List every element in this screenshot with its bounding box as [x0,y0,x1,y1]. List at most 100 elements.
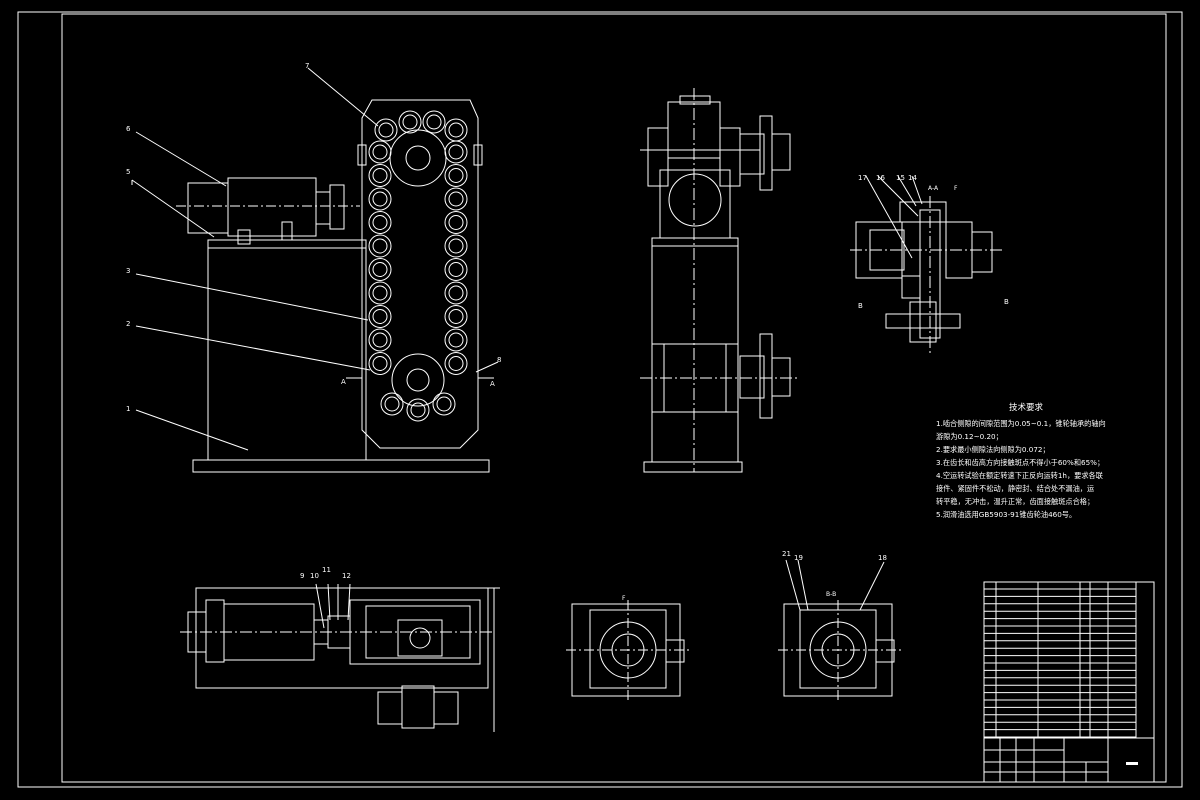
requirement-line: 1.啮合侧隙的间隙范围为0.05~0.1，锥轮轴承的轴向 [936,419,1106,428]
chain-roller [368,140,392,164]
part-label-18: 18 [878,554,887,562]
part-label-8: 8 [497,356,501,364]
technical-requirements-title: 技术要求 [1008,403,1043,413]
chain-roller-pin [372,168,388,183]
part-label-6: 6 [126,125,131,133]
chain-roller [444,118,468,142]
part-label-16: 16 [876,174,885,182]
section-mark-b-right: B [1004,298,1009,306]
section-aa-view: 17 16 15 14 A-A F B B [850,174,1009,354]
part-label-2: 2 [126,320,130,328]
chain-roller-pin [372,144,388,160]
section-bb-title: B-B [826,591,836,598]
chain-roller [368,211,392,234]
part-label-5: 5 [126,168,130,176]
chain-roller [368,305,392,328]
chain-roller [444,352,468,375]
chain-roller [368,164,392,187]
view-f-title: F [622,595,626,602]
chain-roller-pin [448,191,464,207]
requirement-line: 4.空运转试验在额定转速下正反向运转1h，要求各联 [936,471,1103,480]
chain-roller-pin [448,285,464,301]
chain-roller [368,352,392,375]
requirement-line: 2.要求最小侧隙法向侧隙为0.072； [936,445,1050,454]
chain-roller-pin [372,215,388,230]
top-view: 9 10 11 12 [180,566,500,732]
front-view: A A 7 6 5 3 2 1 8 [126,62,501,473]
chain-roller-pin [448,238,464,254]
chain-roller-pin [448,332,464,348]
chain-roller [368,187,392,211]
chain-roller-pin [372,356,388,371]
chain-roller-pin [372,262,388,277]
part-label-1: 1 [126,405,130,413]
chain-roller [444,187,468,211]
chain-roller-pin [448,356,464,371]
part-label-7: 7 [305,62,309,70]
section-aa-title: A-A [928,185,939,192]
chain-roller-pin [448,144,464,160]
part-label-3: 3 [126,267,130,275]
inner-frame [61,13,1167,783]
chain-roller-pin [372,238,388,254]
chain-roller [444,234,468,258]
chain-roller [422,110,446,134]
chain-roller-pin [448,215,464,230]
view-f: F [566,595,690,700]
chain-roller-pin [384,396,400,412]
section-bb-view: 21 19 18 B-B [778,550,904,700]
chain-roller [444,211,468,234]
chain-roller [368,328,392,352]
requirement-line: 5.润滑油选用GB5903-91锥齿轮油460号。 [936,510,1077,519]
chain-roller [444,328,468,352]
requirement-line: 游隙为0.12~0.20； [936,432,1003,441]
chain-roller-pin [378,122,394,138]
requirement-line: 接件、紧固件不松动，静密封、结合处不漏油，运 [936,484,1095,493]
chain-roller-pin [426,114,442,130]
part-label-12: 12 [342,572,351,580]
chain-roller [444,140,468,164]
chain-roller-pin [448,168,464,183]
part-label-14: 14 [908,174,917,182]
chain-roller [398,110,422,134]
chain-roller [444,305,468,328]
part-label-21: 21 [782,550,791,558]
title-block [983,737,1155,783]
chain-roller [374,118,398,142]
part-label-10: 10 [310,572,319,580]
section-mark-a-left: A [341,378,346,386]
chain-roller-pin [448,262,464,277]
side-view [640,88,800,473]
requirement-line: 转平稳，无冲击，温升正常，齿面接触斑点合格； [936,497,1095,506]
view-f-mark: F [954,185,958,192]
technical-requirements: 技术要求 1.啮合侧隙的间隙范围为0.05~0.1，锥轮轴承的轴向 游隙为0.1… [936,402,1116,521]
chain-roller [368,234,392,258]
chain-roller-pin [372,309,388,324]
part-label-11: 11 [322,566,331,574]
chain-roller-pin [448,122,464,138]
chain-roller [368,281,392,305]
chain-roller [444,258,468,281]
requirement-line: 3.在齿长和齿高方向接触斑点不得小于60%和65%； [936,458,1105,467]
parts-list-table [983,581,1155,739]
part-label-9: 9 [300,572,304,580]
chain-roller-pin [372,285,388,301]
part-label-19: 19 [794,554,803,562]
chain-roller-pin [436,396,452,412]
chain-roller [368,258,392,281]
outer-frame [17,11,1183,788]
part-label-17: 17 [858,174,867,182]
chain-roller-pin [372,332,388,348]
chain-roller [432,392,456,416]
part-label-15: 15 [896,174,905,182]
chain-roller-pin [448,309,464,324]
section-mark-a-right: A [490,380,495,388]
chain-roller [406,398,430,422]
chain-roller [444,281,468,305]
chain-roller [380,392,404,416]
chain-roller-pin [402,114,418,130]
chain-roller [444,164,468,187]
chain-roller-pin [410,402,426,418]
